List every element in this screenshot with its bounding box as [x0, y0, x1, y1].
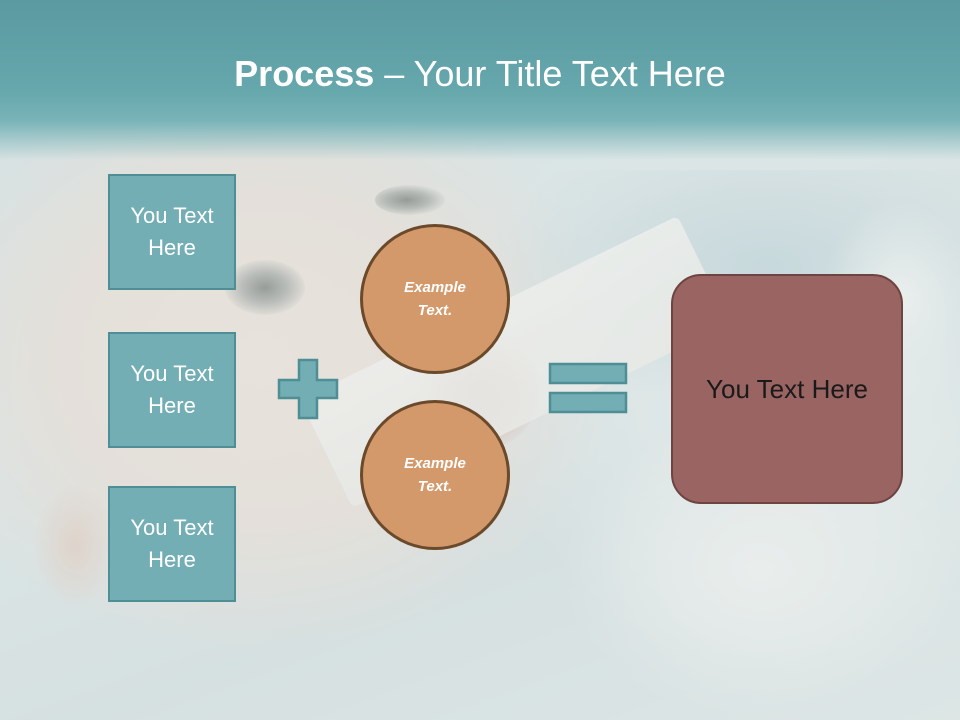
circle-1[interactable]: Example Text.: [360, 224, 510, 374]
text-box-label: You Text Here: [130, 515, 214, 572]
text-box-label: You Text Here: [130, 203, 214, 260]
title-bold: Process: [234, 53, 375, 94]
text-box-2[interactable]: You Text Here: [108, 332, 236, 448]
circle-label: Example Text.: [404, 455, 466, 495]
circle-2[interactable]: Example Text.: [360, 400, 510, 550]
result-box[interactable]: You Text Here: [671, 274, 903, 504]
result-label: You Text Here: [706, 374, 868, 404]
text-box-label: You Text Here: [130, 361, 214, 418]
circle-label: Example Text.: [404, 279, 466, 319]
text-box-3[interactable]: You Text Here: [108, 486, 236, 602]
header-band: [0, 0, 960, 160]
title-rest: – Your Title Text Here: [374, 53, 726, 94]
text-box-1[interactable]: You Text Here: [108, 174, 236, 290]
plus-icon: [277, 358, 339, 420]
slide-title: Process – Your Title Text Here: [0, 52, 960, 96]
equals-icon: [548, 362, 628, 414]
